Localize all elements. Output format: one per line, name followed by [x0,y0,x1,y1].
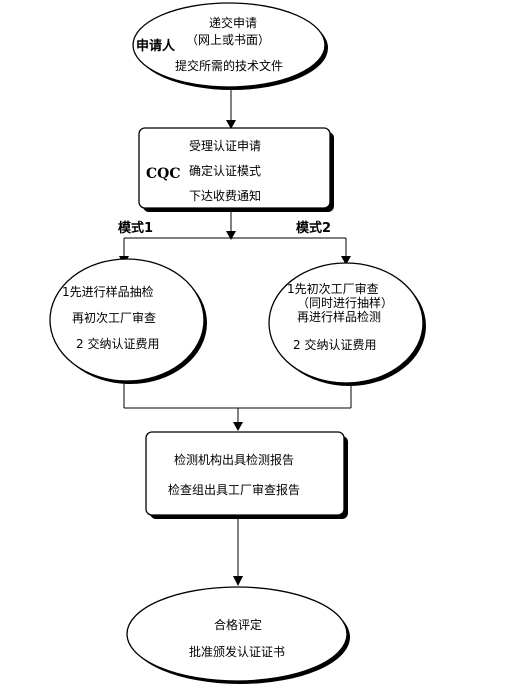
cqc-line2: 确定认证模式 [189,163,261,178]
reports-line2: 检查组出具工厂审查报告 [168,482,300,497]
reports-node: 检测机构出具检测报告 检查组出具工厂审查报告 [145,431,348,519]
reports-line1: 检测机构出具检测报告 [174,452,294,467]
mode2-node: 1先初次工厂审查 （同时进行抽样） 再进行样品检测 2 交纳认证费用 [268,262,426,386]
mode2-label: 模式2 [296,220,331,236]
mode2-line1: 1先初次工厂审查 [287,281,379,296]
mode1-node: 1先进行样品抽检 再初次工厂审查 2 交纳认证费用 [49,258,207,384]
applicant-line3: 提交所需的技术文件 [175,58,283,73]
applicant-label: 申请人 [136,38,176,54]
arrowhead-reports [233,422,243,431]
arrowhead-split-center [226,231,236,240]
cqc-line3: 下达收费通知 [189,189,261,203]
final-line2: 批准颁发认证证书 [189,644,285,659]
cqc-line1: 受理认证申请 [189,139,261,153]
final-node: 合格评定 批准颁发认证证书 [126,586,350,684]
arrowhead-mode2 [341,256,351,265]
applicant-line1: 递交申请 [209,15,257,30]
mode1-line2: 再初次工厂审查 [72,310,156,325]
final-line1: 合格评定 [214,617,262,632]
mode2-line2: （同时进行抽样） [297,295,393,310]
connectors [119,90,352,586]
arrowhead-cqc [226,120,236,129]
mode1-line1: 1先进行样品抽检 [62,284,154,299]
arrowhead-final [233,576,243,586]
mode1-line3: 2 交纳认证费用 [76,336,159,351]
applicant-node: 申请人 递交申请 （网上或书面） 提交所需的技术文件 [132,2,328,90]
cqc-label: CQC [146,166,180,182]
mode1-label: 模式1 [118,220,153,236]
applicant-line2: （网上或书面） [186,33,270,47]
mode2-line3: 再进行样品检测 [297,309,381,324]
cqc-node: CQC 受理认证申请 确定认证模式 下达收费通知 [138,127,334,212]
mode2-line4: 2 交纳认证费用 [293,337,376,352]
